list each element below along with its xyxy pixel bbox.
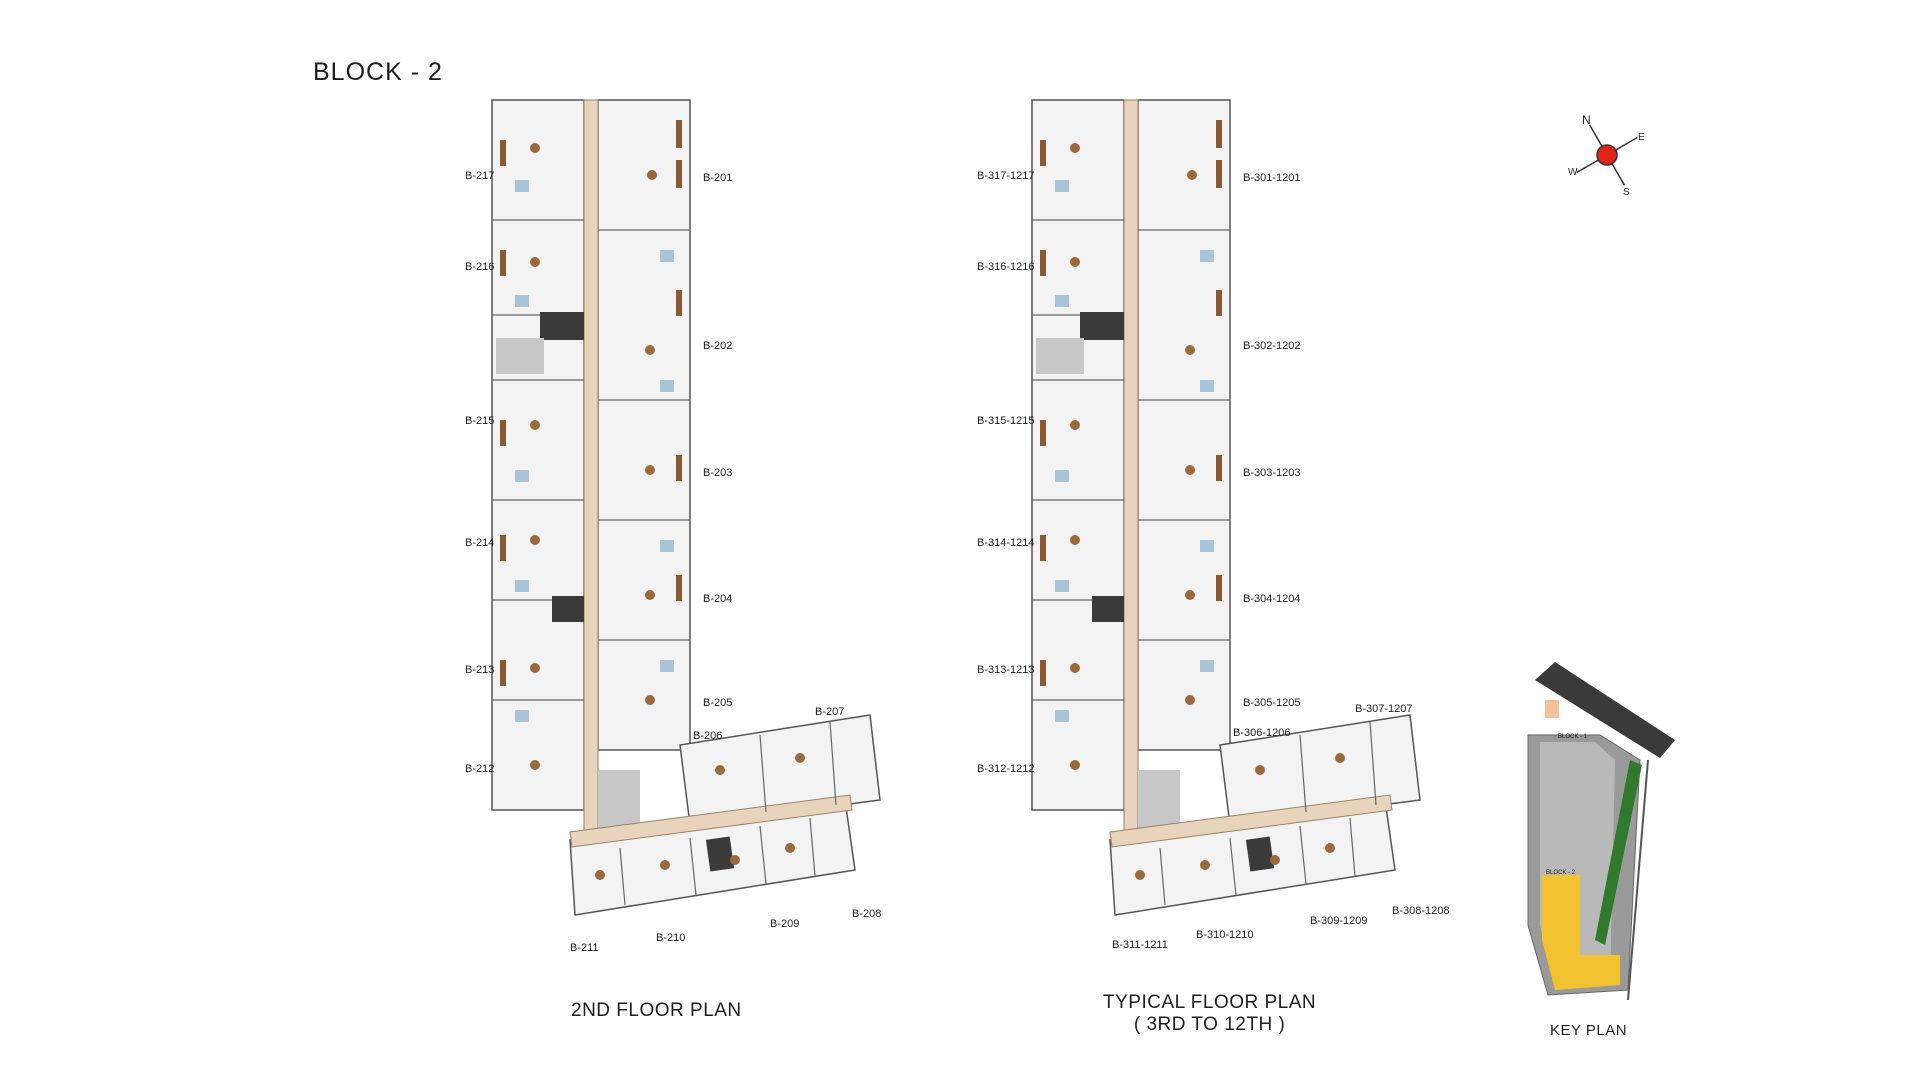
unit-label: B-214 xyxy=(465,537,495,549)
compass-west-label: W xyxy=(1568,167,1578,178)
unit-label: B-315-1215 xyxy=(977,415,1035,427)
unit-label: B-206 xyxy=(693,730,723,742)
unit-label: B-302-1202 xyxy=(1243,340,1301,352)
typical-floor-tower xyxy=(1031,99,1231,841)
unit-label: B-209 xyxy=(770,918,800,930)
typical-caption-line1: TYPICAL FLOOR PLAN xyxy=(1103,992,1317,1013)
second-floor-bottom-wing xyxy=(569,714,881,916)
unit-label: B-217 xyxy=(465,170,495,182)
unit-label: B-303-1203 xyxy=(1243,467,1301,479)
unit-label: B-205 xyxy=(703,697,733,709)
unit-label: B-203 xyxy=(703,467,733,479)
second-floor-plan-caption: 2ND FLOOR PLAN xyxy=(571,1000,742,1021)
unit-label: B-207 xyxy=(815,706,845,718)
unit-label: B-213 xyxy=(465,664,495,676)
unit-label: B-216 xyxy=(465,261,495,273)
unit-label: B-215 xyxy=(465,415,495,427)
unit-label: B-316-1216 xyxy=(977,261,1035,273)
unit-label: B-308-1208 xyxy=(1392,905,1450,917)
unit-label: B-204 xyxy=(703,593,733,605)
unit-label: B-310-1210 xyxy=(1196,929,1254,941)
block-title: BLOCK - 2 xyxy=(313,58,443,86)
unit-label: B-304-1204 xyxy=(1243,593,1301,605)
unit-label: B-201 xyxy=(703,172,733,184)
key-plan-block1-label: BLOCK - 1 xyxy=(1558,734,1588,740)
unit-label: B-313-1213 xyxy=(977,664,1035,676)
typical-floor-plan-caption: TYPICAL FLOOR PLAN ( 3RD TO 12TH ) xyxy=(1103,992,1316,1036)
compass-south-label: S xyxy=(1623,187,1630,198)
compass-east-label: E xyxy=(1638,132,1645,143)
typical-caption-line2: ( 3RD TO 12TH ) xyxy=(1133,1014,1286,1035)
unit-label: B-212 xyxy=(465,763,495,775)
compass-north-label: N xyxy=(1582,113,1591,127)
unit-label: B-306-1206 xyxy=(1233,727,1291,739)
typical-floor-bottom-wing xyxy=(1109,714,1421,916)
unit-label: B-311-1211 xyxy=(1112,939,1168,951)
unit-label: B-317-1217 xyxy=(977,170,1035,182)
unit-label: B-312-1212 xyxy=(977,763,1035,775)
unit-label: B-208 xyxy=(852,908,882,920)
unit-label: B-309-1209 xyxy=(1310,915,1368,927)
unit-label: B-305-1205 xyxy=(1243,697,1301,709)
second-floor-tower xyxy=(491,99,691,841)
unit-label: B-314-1214 xyxy=(977,537,1035,549)
unit-label: B-211 xyxy=(570,942,599,954)
unit-label: B-210 xyxy=(656,932,686,944)
unit-label: B-307-1207 xyxy=(1355,703,1413,715)
key-plan-caption: KEY PLAN xyxy=(1550,1022,1628,1039)
unit-label: B-301-1201 xyxy=(1243,172,1301,184)
key-plan-block2-label: BLOCK - 2 xyxy=(1546,870,1576,876)
unit-label: B-202 xyxy=(703,340,733,352)
